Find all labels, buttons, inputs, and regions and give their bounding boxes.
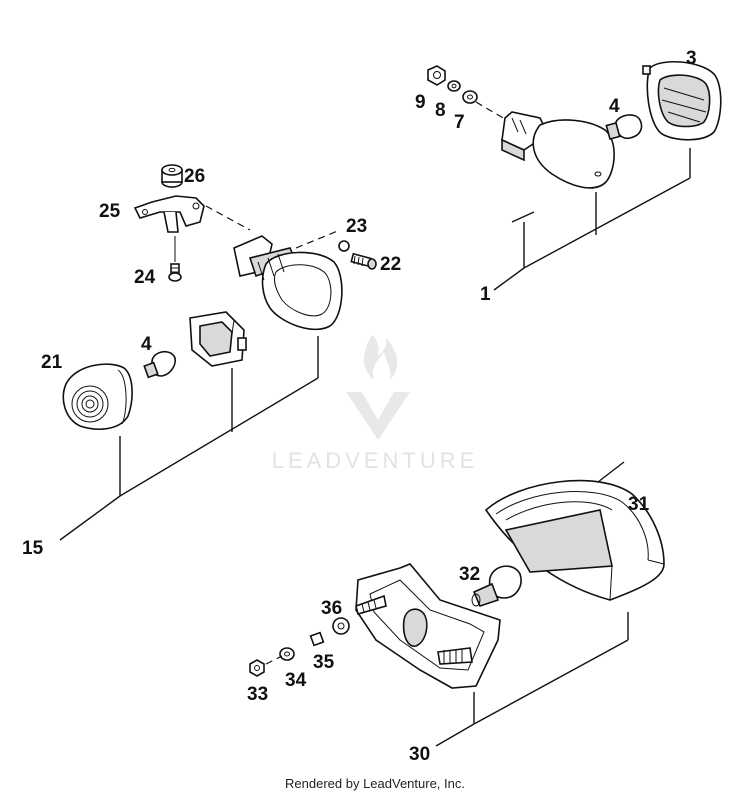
assembly-1-turn-signal [427, 60, 722, 291]
bulb-icon [471, 565, 522, 607]
spacer-icon [309, 631, 325, 647]
washer-icon [279, 647, 295, 661]
callout-9: 9 [415, 92, 426, 113]
washer-icon [338, 240, 350, 252]
callout-23: 23 [346, 216, 367, 237]
assembly-15-turn-signal [59, 164, 377, 541]
tail-light-base-icon [355, 563, 501, 689]
screw-icon [350, 252, 377, 270]
signal-housing-icon [233, 235, 343, 331]
grommet-icon [161, 164, 183, 188]
bulb-icon [605, 114, 643, 141]
bulb-icon [143, 350, 177, 379]
tail-lens-icon [484, 479, 665, 601]
callout-4-left: 4 [141, 334, 152, 355]
footer-credit: Rendered by LeadVenture, Inc. [285, 776, 465, 791]
callout-26: 26 [184, 166, 205, 187]
flat-washer-icon [462, 90, 478, 104]
callout-24: 24 [134, 267, 156, 288]
lock-washer-icon [447, 80, 461, 92]
nut-icon [249, 659, 265, 677]
callout-15: 15 [22, 538, 44, 559]
callout-3: 3 [686, 48, 697, 69]
callout-1: 1 [480, 284, 491, 305]
screw-icon [168, 236, 182, 282]
callout-7: 7 [454, 112, 465, 133]
callout-36: 36 [321, 598, 342, 619]
callout-33: 33 [247, 684, 268, 705]
callout-22: 22 [380, 254, 401, 275]
callout-34: 34 [285, 670, 307, 691]
callout-25: 25 [99, 201, 121, 222]
watermark-logo-icon [346, 335, 410, 440]
bulb-socket-icon [189, 311, 247, 367]
assembly-30-tail-light [249, 461, 665, 747]
watermark-text: LEADVENTURE [272, 448, 479, 473]
callout-31: 31 [628, 494, 650, 515]
signal-lens-icon [642, 60, 722, 141]
signal-lens-icon [62, 363, 133, 430]
nut-icon [427, 65, 446, 86]
callout-32: 32 [459, 564, 480, 585]
callout-35: 35 [313, 652, 335, 673]
callout-21: 21 [41, 352, 63, 373]
callout-8: 8 [435, 100, 446, 121]
signal-housing-icon [501, 111, 615, 189]
washer-icon [332, 617, 350, 635]
mounting-bracket-icon [133, 195, 205, 233]
callout-4-top: 4 [609, 96, 620, 117]
callout-30: 30 [409, 744, 430, 765]
